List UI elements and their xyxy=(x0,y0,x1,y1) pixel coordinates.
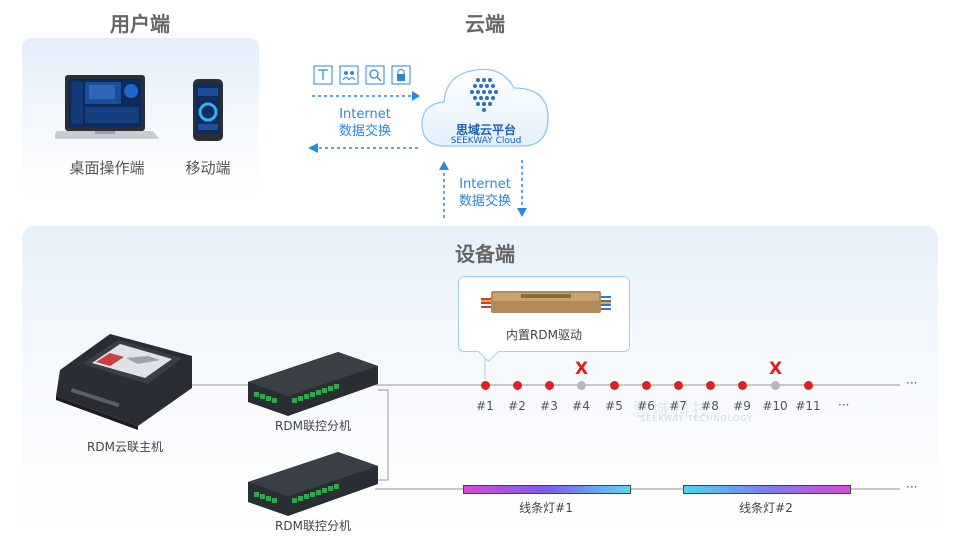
splitter2-label: RDM联控分机 xyxy=(275,519,351,533)
watermark-line2: SEEKWAY TECHNOLOGY xyxy=(640,414,753,423)
light-strip-1-label: 线条灯#1 xyxy=(519,501,573,515)
rdm-node-3 xyxy=(544,381,554,390)
fault-mark-10: X xyxy=(769,359,783,379)
light-strip-2 xyxy=(683,485,851,494)
laptop-icon xyxy=(55,75,159,139)
desktop-label: 桌面操作端 xyxy=(69,159,145,177)
rdm-node-4 xyxy=(576,381,586,390)
search-icon xyxy=(365,65,385,85)
cloud-name-en: SEEKWAY Cloud xyxy=(450,136,522,146)
top-link-arrows xyxy=(308,91,420,153)
rdm-node-8 xyxy=(705,381,715,390)
rdm-node-7 xyxy=(673,381,683,390)
rdm-node-1 xyxy=(480,381,490,390)
rdm-node-label-6: #6 xyxy=(637,399,655,413)
cloud-app-icons xyxy=(312,64,412,86)
lock-icon xyxy=(391,65,411,85)
splitter1-label: RDM联控分机 xyxy=(275,419,351,433)
cloud-section-title: 云端 xyxy=(465,12,505,36)
rdm-node-label-7: #7 xyxy=(669,399,687,413)
rdm-node-label-3: #3 xyxy=(540,399,558,413)
device-section-title: 设备端 xyxy=(455,242,515,266)
line2-ellipsis: ··· xyxy=(906,480,918,494)
rdm-node-10 xyxy=(770,381,780,390)
light-strip-1 xyxy=(463,485,631,494)
rdm-node-2 xyxy=(512,381,522,390)
top-link-label: Internet 数据交换 xyxy=(330,106,400,140)
rdm-node-label-5: #5 xyxy=(605,399,623,413)
rdm-node-label-9: #9 xyxy=(733,399,751,413)
fault-mark-4: X xyxy=(575,359,589,379)
rdm-splitter-device-2 xyxy=(248,452,378,516)
watermark-line1: 思域科技 xyxy=(632,400,712,421)
user-section-title: 用户端 xyxy=(110,12,170,36)
light-strip-2-label: 线条灯#2 xyxy=(739,501,793,515)
rdm-driver-image xyxy=(481,291,611,313)
rdm-node-6 xyxy=(641,381,651,390)
host-label: RDM云联主机 xyxy=(87,440,163,454)
rdm-host-device xyxy=(56,334,192,430)
nodes-ellipsis: ··· xyxy=(838,398,850,412)
rdm-node-label-11: #11 xyxy=(795,399,821,413)
rdm-node-label-10: #10 xyxy=(762,399,788,413)
driver-label: 内置RDM驱动 xyxy=(506,328,582,342)
vertical-link-line2: 数据交换 xyxy=(458,194,511,209)
people-icon xyxy=(339,65,359,85)
vertical-link-label: Internet 数据交换 xyxy=(450,176,520,210)
cloud-name: 思域云平台 xyxy=(455,123,516,137)
rdm-node-label-8: #8 xyxy=(701,399,719,413)
mobile-label: 移动端 xyxy=(185,159,231,177)
rdm-node-5 xyxy=(609,381,619,390)
rdm-node-label-4: #4 xyxy=(572,399,590,413)
mobile-phone-icon xyxy=(193,79,223,141)
vertical-link-line1: Internet xyxy=(459,177,511,192)
rdm-node-label-2: #2 xyxy=(508,399,526,413)
drawing-icon xyxy=(313,65,333,85)
top-link-line1: Internet xyxy=(339,107,391,122)
cloud-icon xyxy=(421,68,549,147)
rdm-node-label-1: #1 xyxy=(476,399,494,413)
rdm-driver-callout: 内置RDM驱动 xyxy=(458,276,630,352)
rdm-node-9 xyxy=(737,381,747,390)
vertical-link-arrows xyxy=(439,160,527,218)
rdm-splitter-device-1 xyxy=(248,352,378,416)
line1-ellipsis: ··· xyxy=(906,376,918,390)
rdm-node-11 xyxy=(803,381,813,390)
top-link-line2: 数据交换 xyxy=(338,124,391,139)
